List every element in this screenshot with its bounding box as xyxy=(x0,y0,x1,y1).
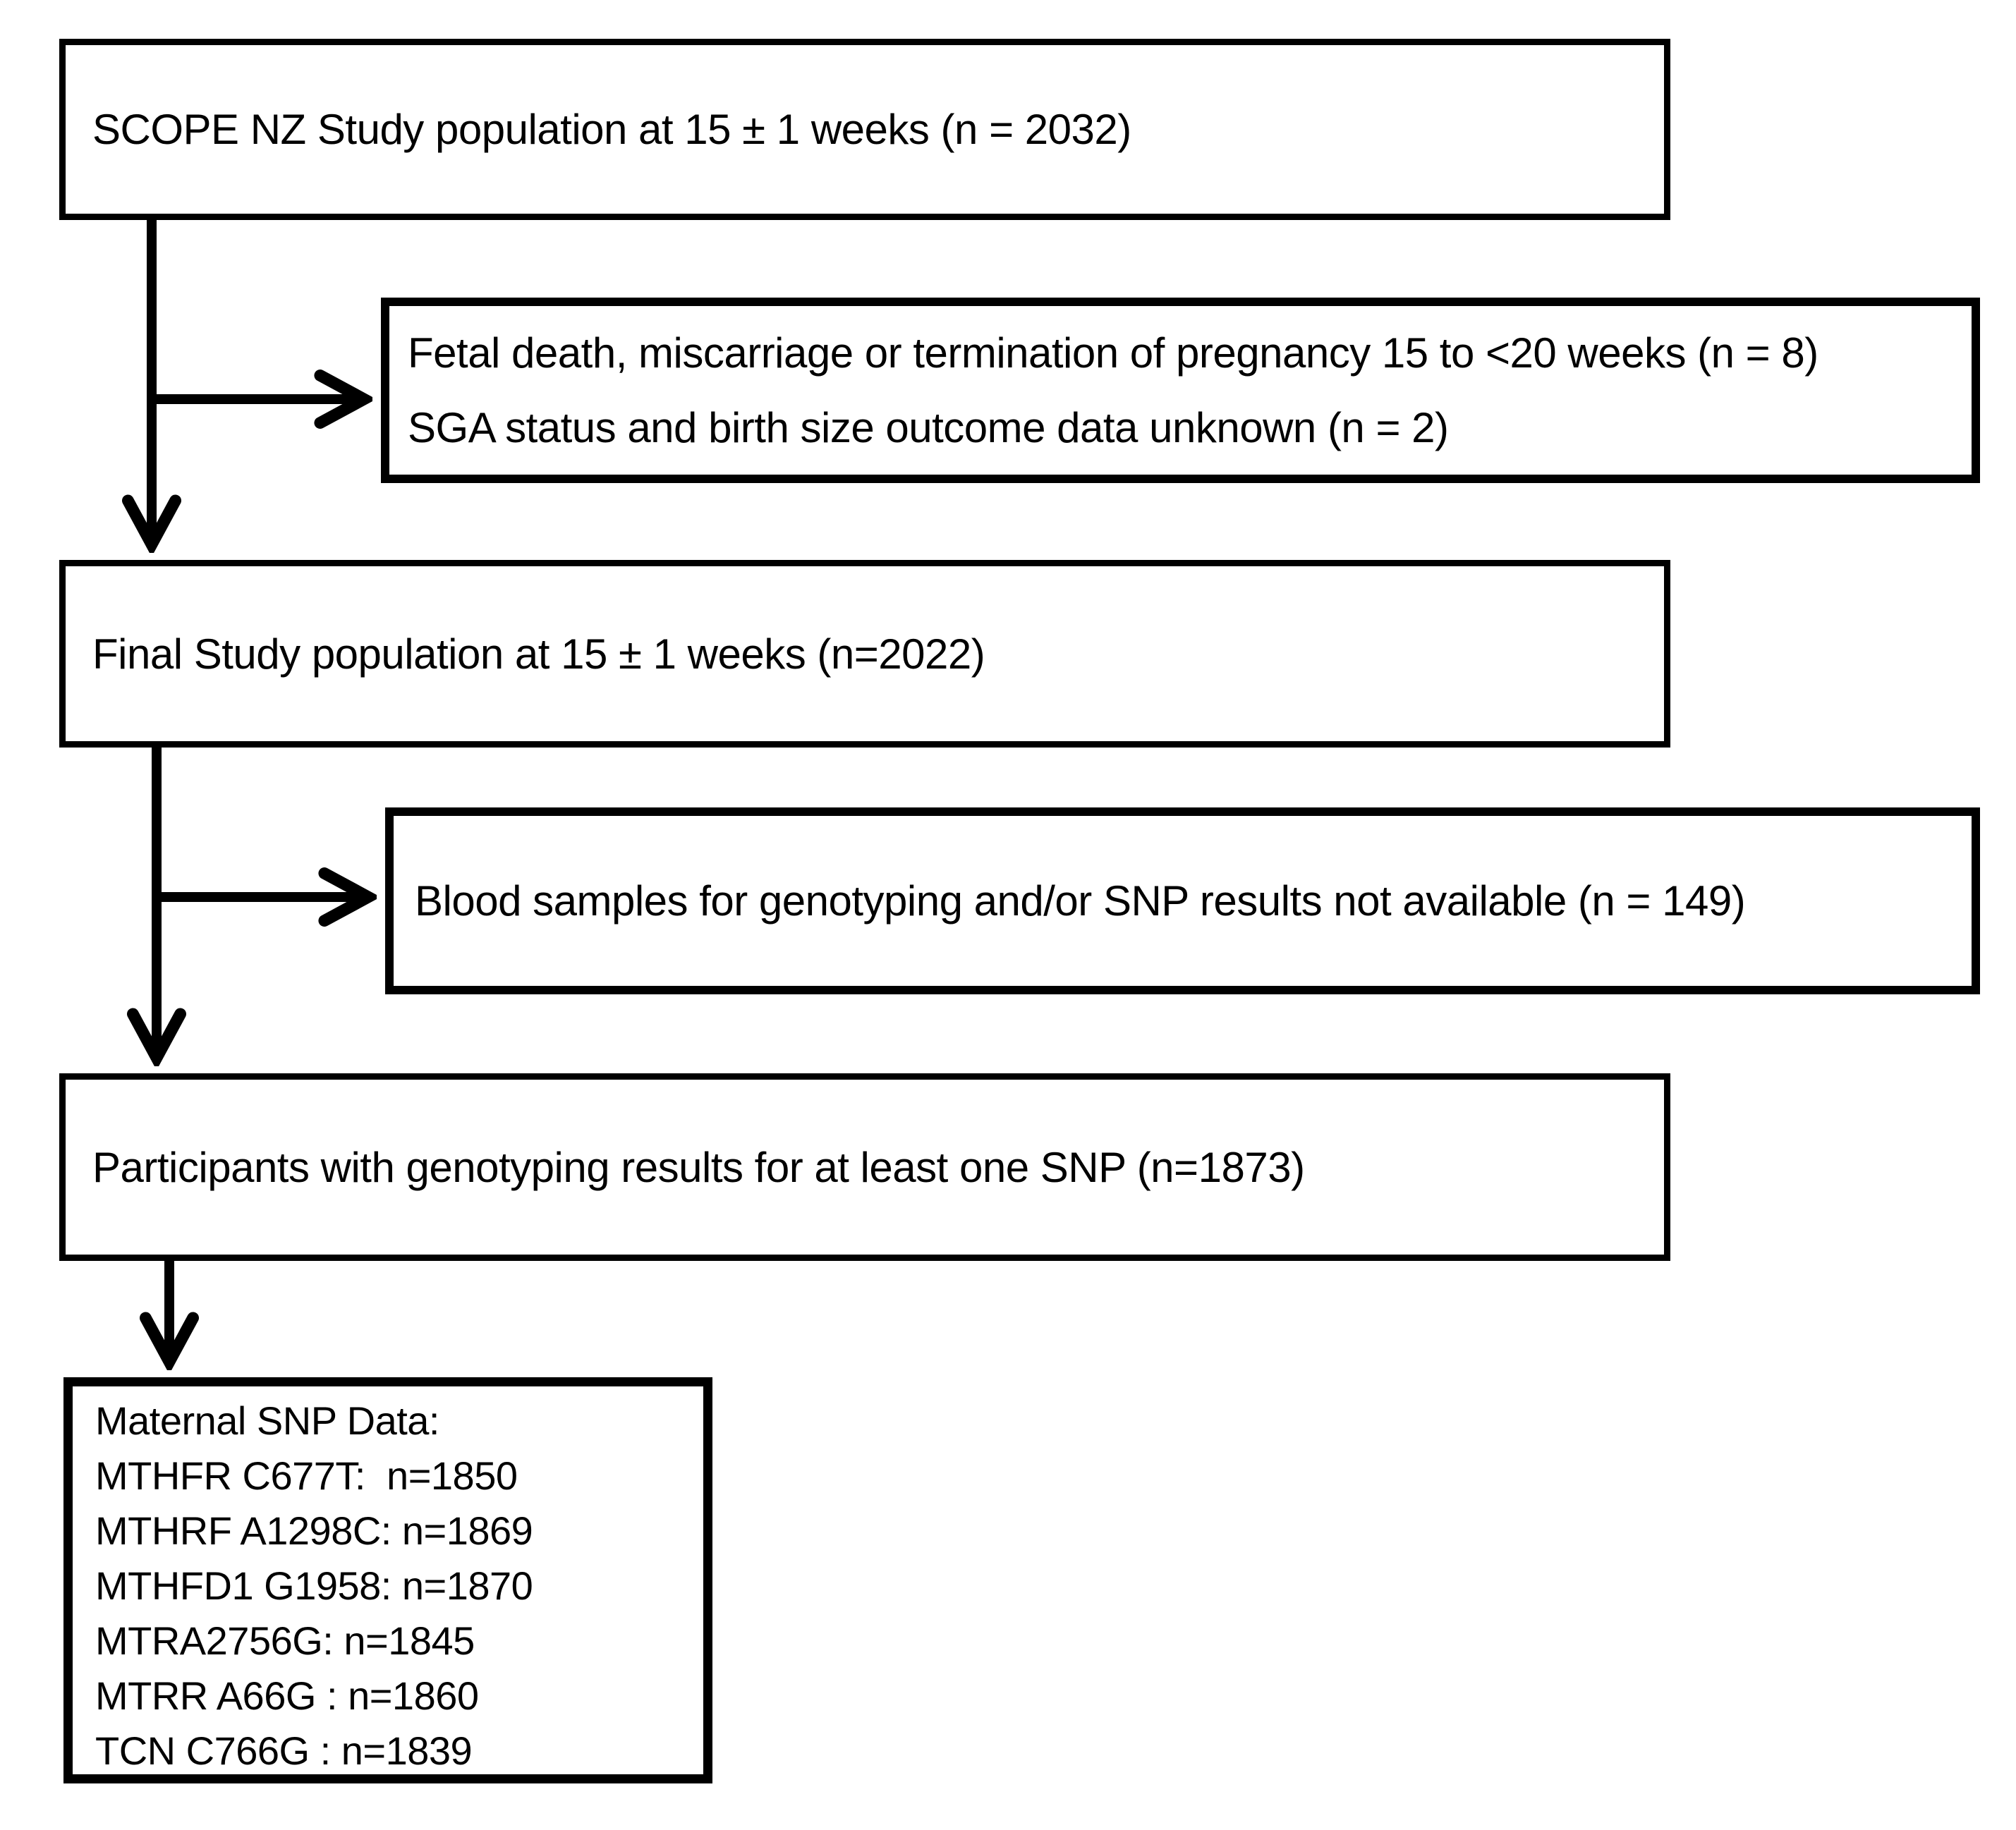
flow-box-text: Fetal death, miscarriage or termination … xyxy=(408,329,1818,377)
flow-box-text: MTRA2756G: n=1845 xyxy=(95,1618,475,1663)
flow-box-text: Final Study population at 15 ± 1 weeks (… xyxy=(92,630,985,678)
flow-box-text: Maternal SNP Data: xyxy=(95,1398,439,1443)
flow-box-text: TCN C766G : n=1839 xyxy=(95,1728,473,1773)
flow-box-text: Participants with genotyping results for… xyxy=(92,1143,1305,1191)
flow-box-text: MTHFR C677T: n=1850 xyxy=(95,1453,518,1498)
flow-box-text: MTHFD1 G1958: n=1870 xyxy=(95,1563,533,1608)
flow-box-excluded-no-genotyping: Blood samples for genotyping and/or SNP … xyxy=(385,807,1980,994)
flow-box-study-population: SCOPE NZ Study population at 15 ± 1 week… xyxy=(59,39,1670,220)
flow-box-text: SGA status and birth size outcome data u… xyxy=(408,403,1449,451)
flow-box-maternal-snp-data: Maternal SNP Data: MTHFR C677T: n=1850 M… xyxy=(63,1377,712,1783)
flow-box-excluded-fetal-death: Fetal death, miscarriage or termination … xyxy=(381,298,1980,483)
flow-box-text: Blood samples for genotyping and/or SNP … xyxy=(415,877,1746,925)
flow-box-genotyped-participants: Participants with genotyping results for… xyxy=(59,1073,1670,1261)
flow-box-text: SCOPE NZ Study population at 15 ± 1 week… xyxy=(92,106,1131,153)
flow-box-text: MTRR A66G : n=1860 xyxy=(95,1673,479,1718)
flow-box-text: MTHRF A1298C: n=1869 xyxy=(95,1508,533,1553)
flow-box-final-population: Final Study population at 15 ± 1 weeks (… xyxy=(59,560,1670,748)
